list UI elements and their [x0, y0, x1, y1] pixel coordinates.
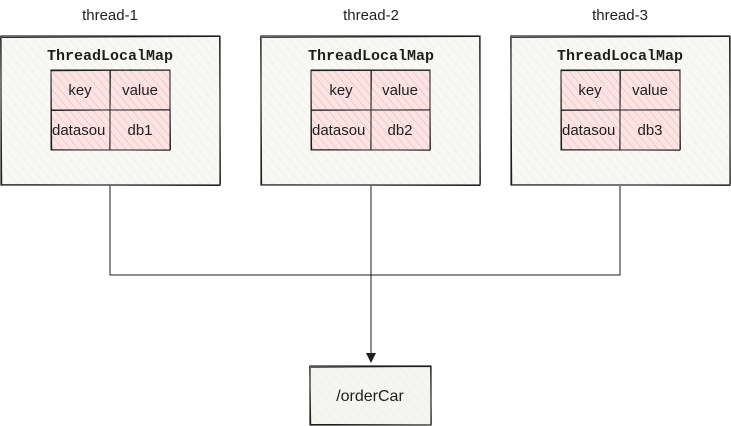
value-cell: db1 [127, 122, 152, 139]
key-cell: datasou [52, 122, 105, 139]
thread-title: thread-2 [343, 7, 399, 24]
key-header-cell: key [578, 82, 602, 99]
value-cell: db2 [387, 122, 412, 139]
map-table [50, 69, 171, 151]
value-header-cell: value [122, 82, 158, 99]
thread-title: thread-1 [82, 7, 138, 24]
map-table [310, 69, 431, 151]
value-header-cell: value [632, 82, 668, 99]
thread-2-group: thread-2 ThreadLocalMap key value dataso… [260, 7, 481, 186]
connectors [109, 186, 621, 363]
map-title: ThreadLocalMap [308, 48, 434, 65]
key-header-cell: key [329, 82, 353, 99]
key-cell: datasou [562, 122, 615, 139]
value-cell: db3 [637, 122, 662, 139]
thread-title: thread-3 [592, 7, 648, 24]
target-box [309, 365, 432, 426]
thread-1-group: thread-1 ThreadLocalMap key value dataso… [0, 7, 221, 186]
value-header-cell: value [382, 82, 418, 99]
key-cell: datasou [312, 122, 365, 139]
connector-thread-3 [371, 186, 621, 276]
map-table [560, 69, 681, 151]
connector-thread-1 [109, 186, 371, 276]
thread-3-group: thread-3 ThreadLocalMap key value dataso… [510, 7, 731, 186]
map-title: ThreadLocalMap [47, 48, 173, 65]
map-title: ThreadLocalMap [557, 48, 683, 65]
key-header-cell: key [68, 82, 92, 99]
target-label: /orderCar [336, 388, 404, 405]
